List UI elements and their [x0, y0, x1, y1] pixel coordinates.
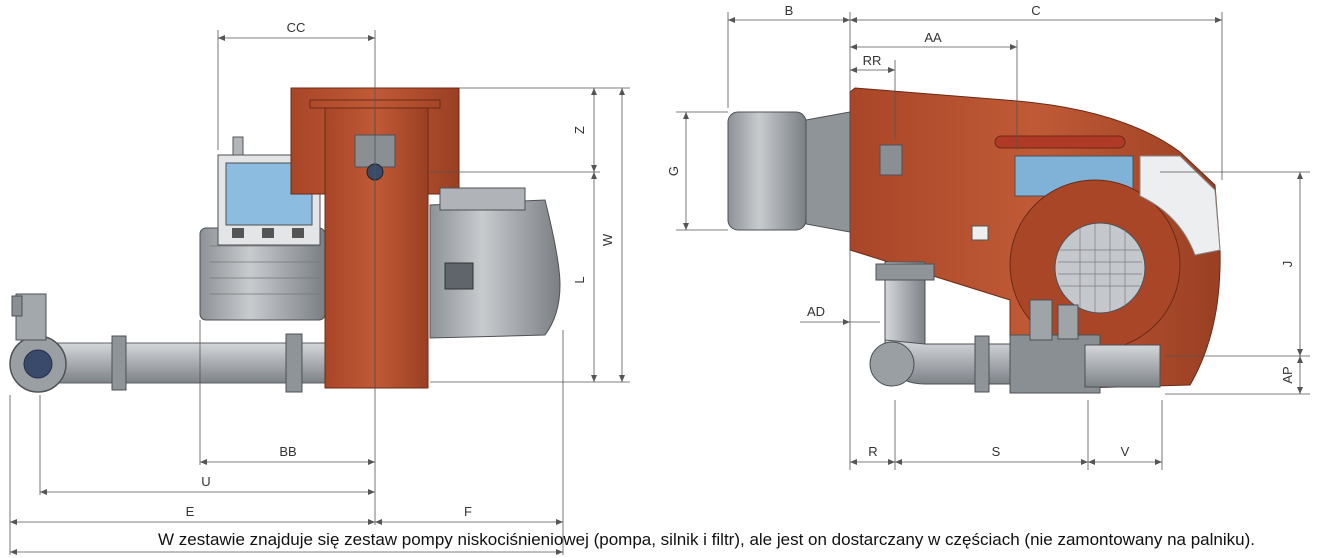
front-view — [9, 87, 561, 393]
panel-antenna — [232, 136, 244, 156]
pipe-flange — [285, 333, 303, 393]
junction-box — [971, 225, 989, 241]
valve-actuator — [15, 293, 47, 341]
dimension-lines — [9, 12, 1310, 555]
dim-label-b: B — [785, 3, 794, 18]
dim-label-j: J — [1280, 261, 1295, 268]
head-cone — [805, 111, 851, 233]
dim-label-s: S — [992, 444, 1001, 459]
panel-knob — [292, 228, 304, 238]
dim-label-rr: RR — [863, 53, 882, 68]
dim-label-aa: AA — [924, 30, 942, 45]
dimension-labels: CC Z L W BB U E F B C AA RR G AD J AP R … — [186, 3, 1295, 519]
dim-label-f: F — [464, 504, 472, 519]
valve-actuator — [1057, 304, 1079, 340]
dim-label-cc: CC — [287, 20, 306, 35]
riser-flange — [875, 263, 935, 281]
valve-bore — [23, 349, 53, 379]
blast-tube — [429, 199, 561, 339]
dim-label-v: V — [1121, 444, 1130, 459]
dim-label-c: C — [1031, 3, 1040, 18]
dim-label-l: L — [572, 276, 587, 283]
dim-label-r: R — [868, 444, 877, 459]
dim-label-e: E — [186, 504, 195, 519]
combustion-head — [727, 111, 807, 231]
elbow-flange — [869, 341, 915, 387]
dim-label-bb: BB — [279, 444, 296, 459]
fan-grille — [1054, 222, 1146, 314]
gas-train-flange — [974, 335, 990, 393]
dim-label-w: W — [600, 233, 615, 246]
pipe-flange — [111, 335, 127, 391]
dim-label-ad: AD — [807, 304, 825, 319]
dim-label-z: Z — [572, 126, 587, 134]
inspection-window — [444, 262, 474, 290]
side-view — [727, 87, 1221, 394]
valve-actuator-top — [11, 295, 23, 317]
dim-label-u: U — [201, 474, 210, 489]
panel-knob — [262, 228, 274, 238]
gas-pipe — [39, 342, 331, 384]
valve-actuator — [1029, 299, 1053, 341]
gas-filter — [1084, 344, 1161, 388]
dim-label-ap: AP — [1280, 366, 1295, 383]
pressure-switch — [879, 144, 903, 176]
dim-label-g: G — [666, 166, 681, 176]
side-cover — [1139, 155, 1221, 256]
brand-strip — [994, 135, 1126, 149]
panel-knob — [232, 228, 244, 238]
pump-kit-note: W zestawie znajduje się zestaw pompy nis… — [158, 530, 1255, 549]
air-intake — [439, 187, 526, 211]
